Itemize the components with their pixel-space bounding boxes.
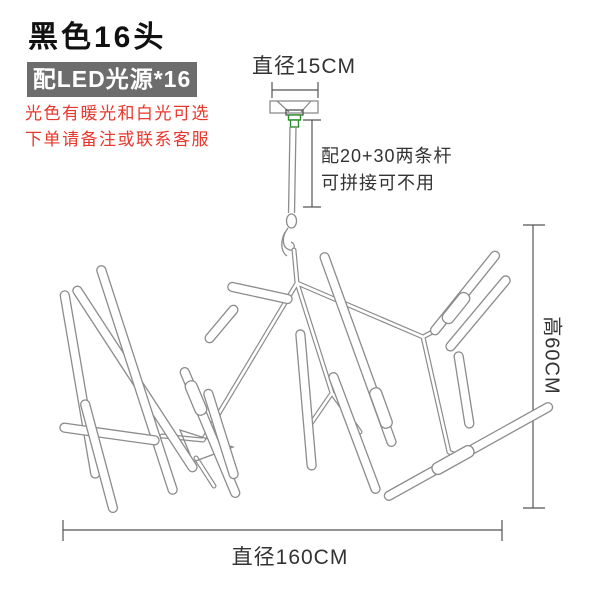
order-note-line2: 下单请备注或联系客服 bbox=[25, 130, 210, 149]
tube-sleeve bbox=[431, 444, 475, 476]
tube-lamp bbox=[227, 281, 293, 305]
ceiling-canopy bbox=[269, 100, 319, 116]
tube-sleeves bbox=[184, 291, 475, 476]
tube-lamp bbox=[328, 372, 381, 494]
tube-lamp bbox=[445, 275, 511, 352]
height-dimension-line bbox=[523, 224, 545, 509]
tube-sleeve bbox=[184, 380, 208, 416]
rod-annotation: 配20+30两条杆 可拼接可不用 bbox=[321, 143, 453, 197]
tube-sleeve bbox=[441, 291, 471, 325]
tube-lamp bbox=[295, 329, 317, 471]
tube-lamp bbox=[80, 399, 119, 514]
hook-connector bbox=[281, 213, 298, 257]
rod-annotation-line1: 配20+30两条杆 bbox=[321, 146, 453, 166]
order-note-line1: 光色有暖光和白光可选 bbox=[25, 104, 210, 123]
order-notes: 光色有暖光和白光可选 下单请备注或联系客服 bbox=[25, 101, 210, 153]
tube-lamp bbox=[203, 388, 239, 480]
canopy-diameter-dimension-line bbox=[271, 82, 319, 98]
led-badge: 配LED光源*16 bbox=[27, 62, 197, 97]
hanging-rod bbox=[287, 126, 297, 214]
diameter-dimension-line bbox=[62, 520, 503, 541]
tube-lamp bbox=[96, 265, 178, 495]
tube-lamp bbox=[453, 351, 475, 429]
rod-annotation-line2: 可拼接可不用 bbox=[321, 173, 435, 193]
canopy-diameter-label: 直径15CM bbox=[252, 55, 357, 78]
tube-lamp bbox=[59, 422, 160, 446]
green-connector bbox=[287, 114, 302, 128]
tube-sleeve bbox=[369, 387, 393, 429]
left-hub-triangle bbox=[178, 428, 235, 463]
overall-height-label: 高60CM bbox=[540, 316, 563, 395]
product-title: 黑色16头 bbox=[28, 21, 167, 54]
overall-diameter-label: 直径160CM bbox=[231, 546, 349, 569]
tube-lamp bbox=[204, 304, 239, 344]
rod-length-dimension-line bbox=[303, 119, 321, 208]
tube-lamps bbox=[59, 250, 554, 514]
